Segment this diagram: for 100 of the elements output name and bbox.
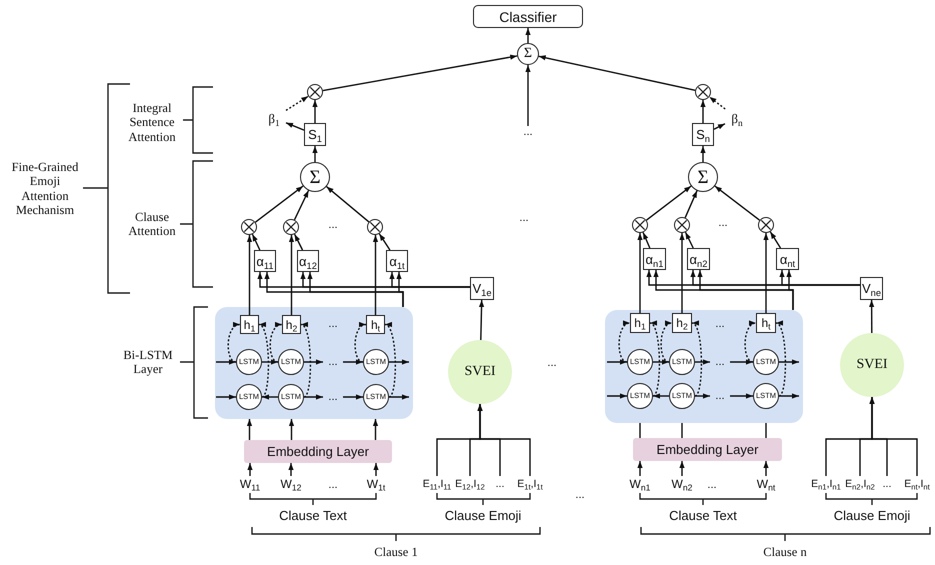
dashed-arrow: [744, 322, 756, 363]
multiply-circle: [758, 217, 774, 233]
ellipsis-text: ...: [323, 355, 343, 369]
arrow: [779, 393, 799, 399]
multiply-circle: [307, 84, 323, 100]
hidden-state-box: h$_{1}$: [240, 315, 259, 334]
multiply-circle: [674, 217, 690, 233]
arrow: [343, 359, 363, 365]
arrow: [216, 394, 236, 400]
arrow: [216, 359, 236, 365]
ellipsis-text: ...: [516, 126, 540, 139]
dashed-arrow: [776, 322, 786, 397]
arrow: [304, 359, 323, 365]
arrow: [869, 300, 874, 333]
ellipsis-text: ...: [327, 219, 339, 232]
arrow: [525, 65, 531, 126]
dashed-arrow: [384, 324, 396, 398]
dashed-arrow: [270, 323, 282, 363]
summation-circle: Σ: [517, 43, 539, 65]
arrow: [312, 100, 318, 123]
arrow: [254, 186, 304, 223]
arrow: [326, 186, 370, 222]
arrow: [378, 233, 390, 250]
arrow: [538, 55, 696, 91]
ellipsis-text: ...: [546, 357, 558, 370]
dashed-arrow: [286, 96, 309, 111]
multiply-circle: [632, 217, 648, 233]
section-label: Clause n: [762, 545, 808, 560]
dashed-arrow: [708, 96, 726, 110]
summation-circle: Σ: [688, 162, 718, 192]
emoji-label: E$_{n1}$,I$_{n1}$: [809, 476, 843, 492]
section-label: Fine-Grained Emoji Attention Mechanism: [10, 160, 80, 218]
word-label: W$_{n1}$: [624, 476, 656, 492]
bilstm-panel: [215, 307, 413, 419]
arrow: [304, 394, 323, 400]
arrow: [714, 186, 760, 221]
emoji-label: E$_{n2}$,I$_{n2}$: [843, 476, 877, 492]
emoji-label: E$_{11}$,I$_{11}$: [420, 476, 454, 492]
dashed-arrow: [650, 322, 660, 397]
svei-circle: SVEI: [448, 340, 512, 404]
connector-line: [765, 423, 767, 438]
word-label: W$_{12}$: [275, 476, 307, 492]
section-label: Clause Text: [668, 509, 738, 524]
arrow: [684, 232, 694, 248]
ellipsis-text: ...: [710, 355, 730, 369]
ellipsis-text: ...: [574, 489, 586, 502]
multiply-circle: [241, 219, 257, 235]
hidden-state-box: h$_{2}$: [672, 313, 692, 333]
vector-box: V$_{1e}$: [470, 277, 494, 300]
arrow: [525, 28, 531, 43]
dashed-arrow: [300, 324, 312, 398]
section-label: Clause Attention: [127, 210, 177, 239]
arrow: [653, 359, 669, 365]
arrow: [372, 419, 378, 440]
arrow: [286, 122, 304, 131]
ellipsis-text: ...: [323, 390, 343, 404]
embedding-layer-bar: Embedding Layer: [244, 440, 392, 463]
multiply-circle: [367, 219, 383, 235]
arrow: [646, 186, 692, 221]
arrow: [372, 235, 378, 315]
arrow: [246, 419, 252, 440]
arrow: [730, 359, 753, 365]
arrow: [679, 461, 685, 476]
bilstm-panel: [605, 310, 803, 423]
ellipsis-text: ...: [327, 318, 339, 331]
hidden-state-box: h$_{1}$: [630, 313, 650, 333]
arrow: [700, 100, 706, 123]
arrow: [714, 123, 726, 130]
ellipsis-text: ...: [714, 318, 726, 331]
arrow: [373, 463, 379, 476]
connector-line: [681, 423, 683, 438]
arrow: [763, 233, 769, 313]
arrow: [786, 270, 794, 310]
arrow: [294, 234, 304, 250]
arrow: [730, 393, 753, 399]
arrow: [343, 394, 363, 400]
arrow: [312, 146, 318, 162]
vector-box: α$_{12}$: [297, 250, 319, 272]
vector-box: S$_{n}$: [692, 123, 714, 146]
vector-box: α$_{n1}$: [643, 248, 666, 270]
arrow: [288, 419, 294, 440]
arrow: [294, 190, 310, 220]
arrow: [770, 231, 782, 248]
ellipsis-text: ...: [327, 479, 339, 492]
arrow: [695, 359, 710, 365]
section-label: Clause Emoji: [832, 509, 912, 524]
arrow: [642, 232, 650, 248]
multiply-circle: [283, 219, 299, 235]
arrow: [246, 235, 252, 315]
section-label: Clause Text: [278, 509, 348, 524]
weight-label: β$_{n}$: [725, 109, 749, 127]
arrow: [247, 463, 253, 476]
dashed-arrow: [660, 322, 672, 363]
arrow: [779, 270, 860, 286]
dashed-arrow: [228, 323, 240, 363]
multiply-circle: [695, 84, 711, 100]
dashed-arrow: [354, 324, 366, 363]
summation-circle: Σ: [300, 162, 330, 192]
connector-line: [639, 423, 641, 438]
arrow: [637, 461, 643, 476]
